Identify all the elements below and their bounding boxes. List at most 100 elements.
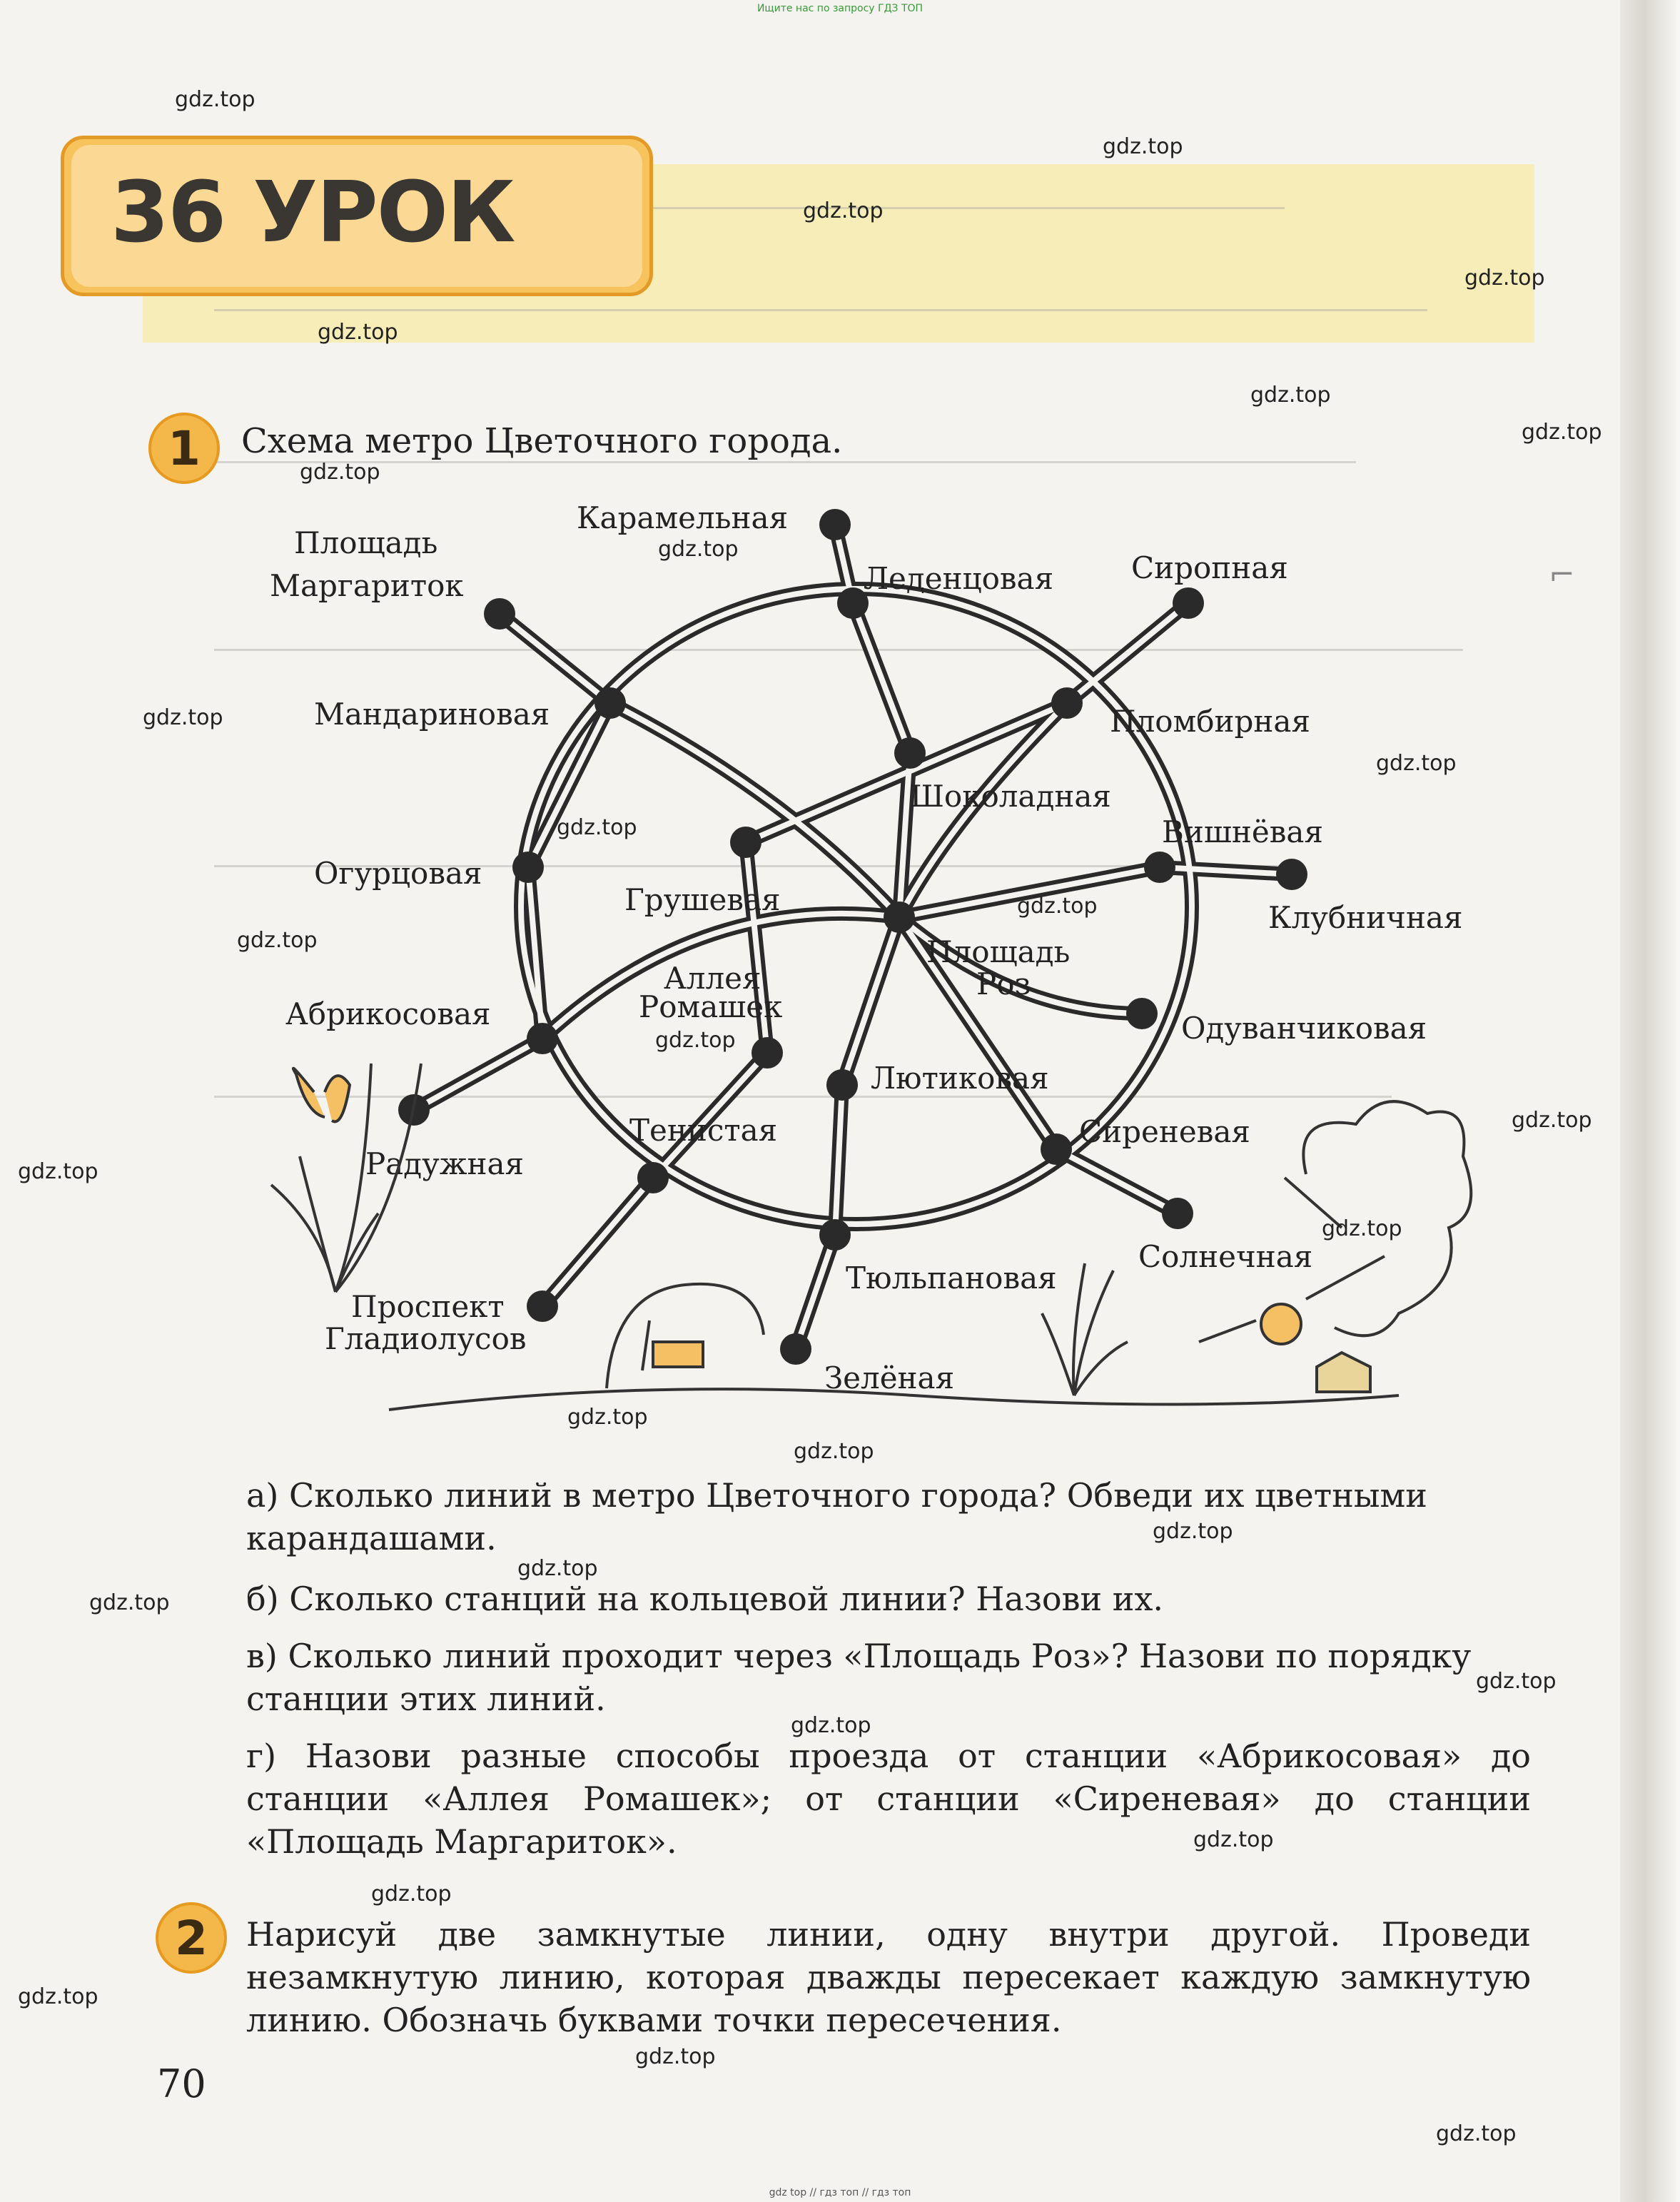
station-dot-vishnevaya [1144,852,1175,883]
station-dot-siropnaya [1173,587,1204,619]
watermark: gdz.top [237,928,318,953]
station-dot-abrikosovaya [527,1023,558,1054]
watermark: gdz.top [318,320,398,345]
label-margaritok-1: Площадь [294,525,437,560]
station-dot-margaritok [484,598,515,630]
label-vishnevaya: Вишнёвая [1162,814,1323,849]
watermark: gdz.top [1522,420,1602,445]
label-ploshad-roz-1: Площадь [926,934,1070,969]
watermark: gdz.top [89,1590,170,1615]
watermark: gdz.top [1322,1216,1402,1241]
question-b: б) Сколько станций на кольцевой линии? Н… [246,1580,1164,1618]
station-dot-lyutikovaya [826,1069,858,1101]
question-d: г) Назови разные способы проезда от стан… [246,1737,1531,1861]
station-dot-sirenevaya [1041,1133,1072,1165]
task1-number-badge: 1 [148,413,220,484]
plant-illustration [1041,1263,1128,1397]
watermark: gdz.top [803,198,884,223]
watermark: gdz.top [655,1028,736,1053]
station-dot-oduvanchikovaya [1126,998,1158,1029]
lesson-tab [61,136,653,296]
label-abrikosovaya: Абрикосовая [285,996,491,1031]
label-prospekt-1: Проспект [351,1289,505,1324]
bottom-note: gdz top // гдз топ // гдз топ [769,2187,911,2198]
watermark: gdz.top [18,1984,98,2009]
station-dot-ledentsovaya [837,587,869,619]
label-prospekt-2: Гладиолусов [325,1321,527,1356]
station-dot-shokoladnaya [894,737,926,769]
label-siropnaya: Сиропная [1131,550,1288,585]
watermark: gdz.top [300,460,380,485]
watermark: gdz.top [371,1882,452,1906]
page-edge-shadow [1620,0,1680,2202]
label-ogurtsovaya: Огурцовая [314,856,482,891]
label-mandarinovaya: Мандариновая [314,697,550,732]
task2-number-badge: 2 [156,1902,227,1974]
label-grushevaya: Грушевая [624,882,781,917]
station-dot-mandarinovaya [594,687,626,719]
bush-illustration [605,1282,765,1389]
task2-number: 2 [175,1910,208,1966]
label-margaritok-2: Маргариток [270,568,464,603]
question-c: в) Сколько линий проходит через «Площадь… [246,1637,1472,1718]
label-alleya-1: Аллея [664,961,761,996]
watermark: gdz.top [1464,266,1545,291]
task2-text: Нарисуй две замкнутые линии, одну внутри… [246,1915,1531,2039]
page-number: 70 [157,2061,206,2106]
label-alleya-2: Ромашек [639,989,782,1024]
station-dot-klubnichnaya [1276,859,1307,890]
station-dot-tyulpanovaya [819,1219,851,1251]
watermark: gdz.top [18,1159,98,1184]
watermark: gdz.top [1512,1108,1592,1133]
task1-title: Схема метро Цветочного города. [241,421,843,461]
watermark: gdz.top [567,1405,648,1430]
watermark: gdz.top [1476,1669,1557,1694]
label-zelenaya: Зелёная [824,1360,954,1395]
station-dot-zelenaya [780,1333,811,1365]
watermark: gdz.top [794,1439,874,1464]
station-dot-karamelnaya [819,509,851,540]
station-dot-plombirnaya [1051,687,1083,719]
watermark: gdz.top [791,1713,871,1738]
label-raduzhnaya: Радужная [365,1146,524,1181]
label-solnechnaya: Солнечная [1138,1239,1312,1274]
cloud-sun-illustration [1198,1100,1473,1393]
question-a: а) Сколько линий в метро Цветочного горо… [246,1476,1427,1557]
task1-number: 1 [168,420,201,476]
watermark: gdz.top [1017,894,1098,919]
lesson-title: 36 УРОК [111,163,516,261]
label-lyutikovaya: Лютиковая [871,1061,1049,1096]
label-karamelnaya: Карамельная [577,500,788,535]
station-dot-grushevaya [730,827,761,858]
label-ploshad-roz-2: Роз [976,966,1031,1001]
label-tyulpanovaya: Тюльпановая [846,1261,1057,1296]
pencil-mark: ⌐ [1549,557,1575,593]
watermark: gdz.top [1436,2121,1517,2146]
metro-lines-inner [411,522,1295,1352]
station-dot-ogurtsovaya [512,852,544,883]
watermark: gdz.top [635,2044,716,2069]
label-oduvanchikovaya: Одуванчиковая [1181,1011,1427,1046]
label-shokoladnaya: Шоколадная [910,779,1111,814]
station-dots [398,509,1307,1365]
label-sirenevaya: Сиреневая [1079,1114,1250,1149]
watermark: gdz.top [658,537,739,562]
watermark: gdz.top [1193,1827,1274,1852]
watermark: gdz.top [143,705,223,730]
watermark: gdz.top [517,1556,598,1581]
station-dot-alleya-romashek [752,1037,783,1069]
watermark: gdz.top [1376,751,1457,776]
station-dot-solnechnaya [1162,1198,1193,1229]
flower-illustration [270,1063,422,1293]
ground-line [388,1388,1400,1411]
station-dot-tenistaya [637,1162,669,1193]
watermark: gdz.top [175,87,255,112]
watermark: gdz.top [557,815,637,840]
watermark: gdz.top [1250,383,1331,408]
station-dot-ploshad-roz [884,901,915,933]
station-labels: Карамельная Площадь Маргариток Леденцова… [270,500,1462,1395]
label-plombirnaya: Пломбирная [1110,704,1310,739]
station-dot-prospekt [527,1291,558,1322]
label-klubnichnaya: Клубничная [1268,900,1462,935]
